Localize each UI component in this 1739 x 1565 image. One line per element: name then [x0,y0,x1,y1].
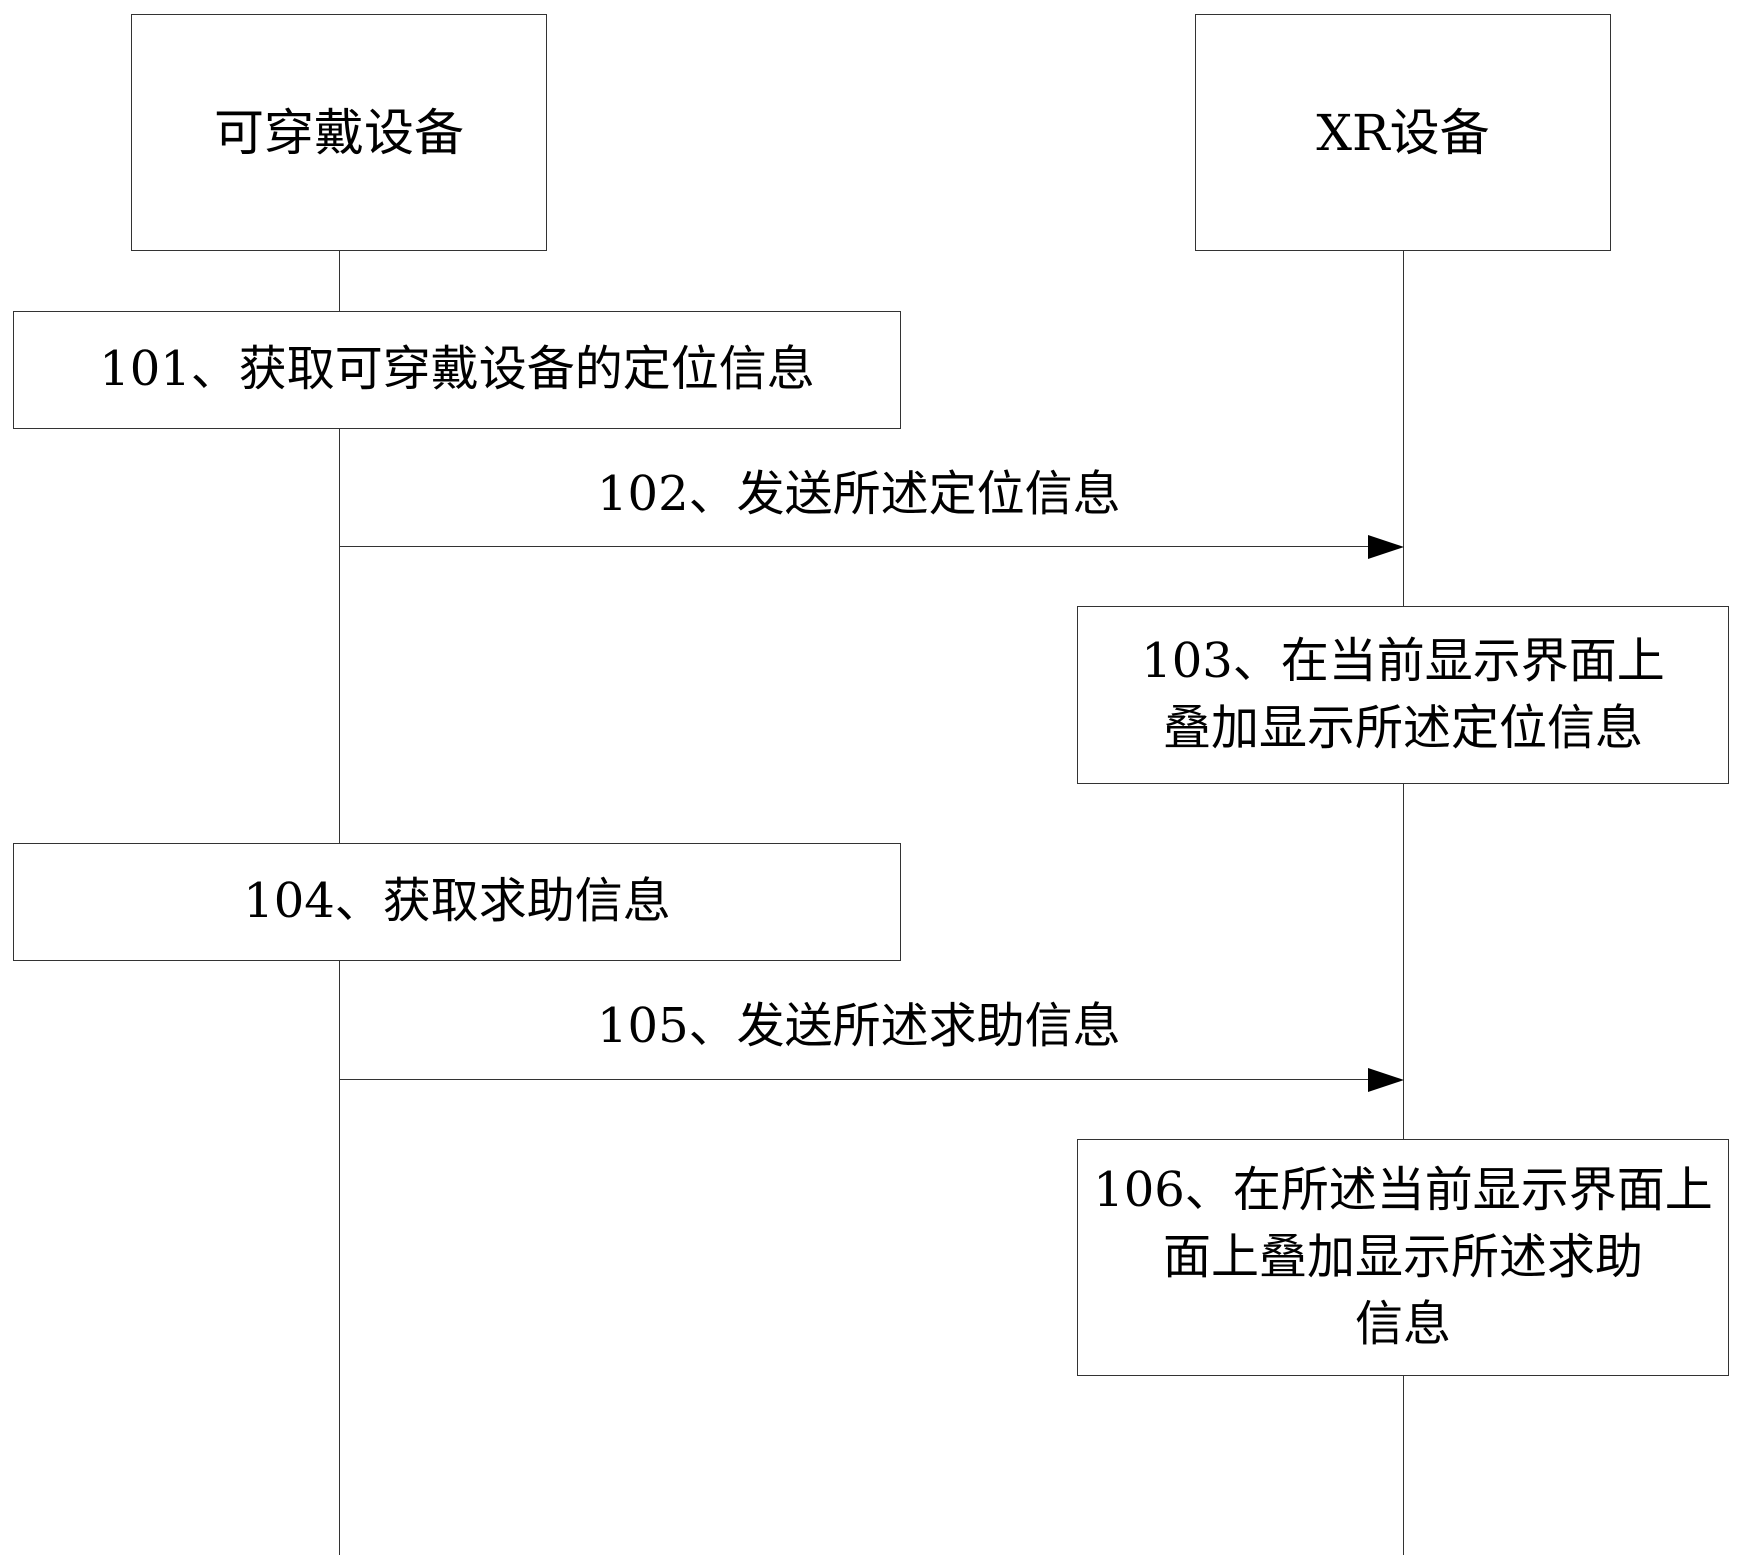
wearable-device-box: 可穿戴设备 [131,14,547,251]
step-105-arrowhead [1368,1068,1404,1092]
wearable-device-label: 可穿戴设备 [214,103,464,162]
step-105-label: 105、发送所述求助信息 [597,998,1121,1054]
step-101-label: 101、获取可穿戴设备的定位信息 [99,341,815,398]
step-102-label: 102、发送所述定位信息 [597,466,1121,522]
step-105-arrow-line [339,1079,1369,1080]
step-101-box: 101、获取可穿戴设备的定位信息 [13,311,901,429]
step-104-label: 104、获取求助信息 [243,873,671,930]
step-106-line3: 信息 [1354,1296,1451,1353]
step-102-arrowhead [1368,535,1404,559]
step-106-line1: 106、在所述当前显示界面上 [1093,1161,1713,1218]
step-102-arrow-line [339,546,1369,547]
step-106-line2: 面上叠加显示所述求助 [1162,1228,1643,1285]
step-103-box: 103、在当前显示界面上 叠加显示所述定位信息 [1077,606,1729,784]
xr-lifeline [1403,250,1404,1555]
step-104-box: 104、获取求助信息 [13,843,901,961]
xr-device-label: XR设备 [1316,103,1490,162]
xr-device-box: XR设备 [1195,14,1611,251]
step-103-line2: 叠加显示所述定位信息 [1162,700,1643,756]
step-106-box: 106、在所述当前显示界面上 面上叠加显示所述求助 信息 [1077,1139,1729,1376]
step-103-line1: 103、在当前显示界面上 [1141,632,1665,689]
